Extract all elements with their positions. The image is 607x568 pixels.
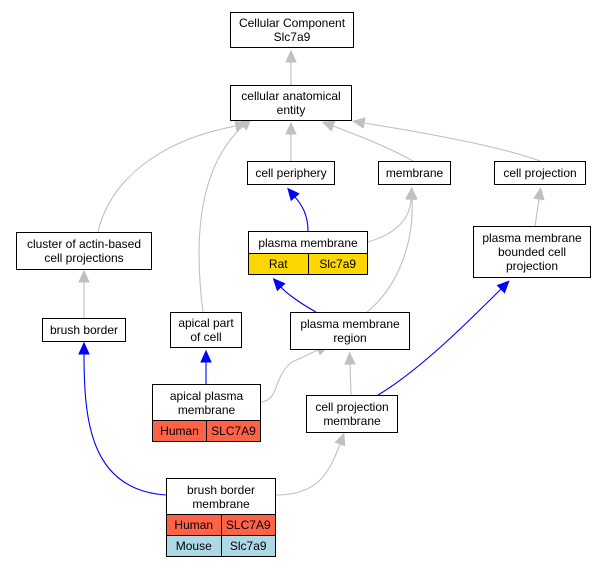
edge-arrowhead bbox=[406, 186, 418, 200]
edge-arrowhead bbox=[496, 280, 510, 294]
node-cell-projection-membrane[interactable]: cell projection membrane bbox=[306, 395, 398, 433]
edge-arrowhead bbox=[272, 277, 286, 292]
edge-brush_border_membrane-to-cell_projection_membrane bbox=[275, 443, 341, 496]
node-cellular-component[interactable]: Cellular Component Slc7a9 bbox=[230, 12, 354, 48]
node-label-line: bounded cell bbox=[497, 245, 567, 259]
edge-arrowhead bbox=[321, 120, 336, 132]
species-cell: Human bbox=[153, 421, 206, 441]
edge-arrowhead bbox=[351, 117, 366, 129]
node-label: Cellular Component Slc7a9 bbox=[231, 13, 353, 47]
node-label-line: of cell bbox=[190, 330, 222, 344]
edge-arrowhead bbox=[334, 432, 346, 447]
node-label-line: plasma membrane bbox=[258, 235, 358, 250]
edge-pm_region-to-membrane bbox=[366, 198, 413, 313]
gene-cell: SLC7A9 bbox=[206, 421, 260, 441]
species-cell: Rat bbox=[249, 254, 308, 274]
node-apical-part-of-cell[interactable]: apical part of cell bbox=[170, 312, 242, 348]
edge-membrane-to-cellular_anatomical_entity bbox=[332, 125, 414, 162]
species-cell: Human bbox=[167, 515, 221, 535]
node-label: cell periphery bbox=[248, 162, 334, 184]
node-label-line: region bbox=[333, 331, 367, 345]
node-plasma-membrane-region[interactable]: plasma membrane region bbox=[290, 312, 410, 350]
node-brush-border[interactable]: brush border bbox=[42, 318, 126, 342]
node-plasma-membrane[interactable]: plasma membrane Rat Slc7a9 bbox=[248, 231, 368, 275]
species-row-mouse: Mouse Slc7a9 bbox=[167, 535, 275, 556]
edge-plasma_membrane-to-membrane bbox=[367, 198, 412, 243]
node-label-line: brush border bbox=[186, 482, 256, 497]
node-label-line: cellular anatomical bbox=[241, 89, 341, 103]
edge-arrowhead bbox=[285, 121, 297, 135]
edge-arrowhead bbox=[287, 187, 300, 202]
node-membrane[interactable]: membrane bbox=[378, 161, 451, 185]
node-label-line: cell projection bbox=[315, 400, 389, 414]
node-brush-border-membrane[interactable]: brush border membrane Human SLC7A9 Mouse… bbox=[166, 478, 276, 557]
node-label: cell projection bbox=[495, 162, 585, 184]
node-label-line: membrane bbox=[177, 402, 236, 417]
node-label-line: membrane bbox=[385, 166, 444, 180]
node-label-line: plasma membrane bbox=[300, 317, 400, 331]
edge-cell_projection_membrane-to-pm_bounded_projection bbox=[377, 288, 502, 396]
node-label-line: cell projections bbox=[44, 251, 124, 265]
node-label-line: apical plasma bbox=[169, 388, 244, 403]
node-cluster-of-actin-based-cell-projections[interactable]: cluster of actin-based cell projections bbox=[16, 232, 152, 270]
gene-cell: Slc7a9 bbox=[307, 254, 367, 274]
node-label: membrane bbox=[379, 162, 450, 184]
node-label-line: Cellular Component bbox=[238, 16, 346, 30]
node-label: apical plasma membrane bbox=[153, 385, 260, 420]
node-label: brush border bbox=[43, 319, 125, 341]
edge-pm_bounded_projection-to-cell_projection bbox=[534, 198, 540, 227]
node-label-line: membrane bbox=[192, 496, 250, 511]
edge-arrowhead bbox=[200, 349, 212, 363]
node-label-line: Slc7a9 bbox=[273, 30, 311, 44]
edge-apical_pm-to-pm_region bbox=[260, 349, 319, 403]
edge-apical_part-to-cellular_anatomical_entity bbox=[198, 125, 244, 313]
gene-cell: Slc7a9 bbox=[220, 536, 275, 556]
node-label-line: membrane bbox=[323, 414, 381, 428]
node-cell-projection[interactable]: cell projection bbox=[494, 161, 586, 185]
node-label-line: cell projection bbox=[503, 166, 577, 180]
node-cellular-anatomical-entity[interactable]: cellular anatomical entity bbox=[230, 85, 352, 121]
edge-arrowhead bbox=[285, 49, 297, 63]
species-row-human: Human SLC7A9 bbox=[167, 514, 275, 535]
edge-cluster_actin-to-cellular_anatomical_entity bbox=[97, 125, 237, 233]
node-plasma-membrane-bounded-cell-projection[interactable]: plasma membrane bounded cell projection bbox=[473, 226, 591, 278]
edge-brush_border_membrane-to-brush_border bbox=[83, 353, 167, 496]
edge-arrowhead bbox=[78, 341, 90, 355]
species-row-rat: Rat Slc7a9 bbox=[249, 253, 367, 274]
edge-cell_projection_membrane-to-pm_region bbox=[349, 363, 352, 396]
node-label: cluster of actin-based cell projections bbox=[17, 233, 151, 269]
edge-arrowhead bbox=[78, 269, 90, 283]
node-label-line: plasma membrane bbox=[482, 231, 582, 245]
node-cell-periphery[interactable]: cell periphery bbox=[247, 161, 335, 185]
node-label: plasma membrane bbox=[249, 232, 367, 253]
node-label: brush border membrane bbox=[167, 479, 275, 514]
node-label: apical part of cell bbox=[171, 313, 241, 347]
gene-cell: SLC7A9 bbox=[220, 515, 275, 535]
node-apical-plasma-membrane[interactable]: apical plasma membrane Human SLC7A9 bbox=[152, 384, 261, 442]
node-label-line: entity bbox=[276, 103, 306, 117]
node-label: plasma membrane region bbox=[291, 313, 409, 349]
node-label-line: apical part bbox=[178, 316, 234, 330]
edge-arrowhead bbox=[344, 351, 356, 365]
node-label: plasma membrane bounded cell projection bbox=[474, 227, 590, 277]
node-label-line: cell periphery bbox=[255, 166, 327, 180]
edge-plasma_membrane-to-cell_periphery bbox=[294, 196, 309, 232]
node-label-line: brush border bbox=[49, 323, 119, 337]
node-label-line: cluster of actin-based bbox=[26, 237, 142, 251]
edge-arrowhead bbox=[533, 186, 545, 201]
node-label-line: projection bbox=[505, 259, 559, 273]
species-row-human: Human SLC7A9 bbox=[153, 420, 260, 441]
edge-pm_region-to-plasma_membrane bbox=[280, 286, 317, 313]
species-cell: Mouse bbox=[167, 536, 221, 556]
node-label: cell projection membrane bbox=[307, 396, 397, 432]
node-label: cellular anatomical entity bbox=[231, 86, 351, 120]
edge-cell_projection-to-cellular_anatomical_entity bbox=[363, 122, 541, 162]
